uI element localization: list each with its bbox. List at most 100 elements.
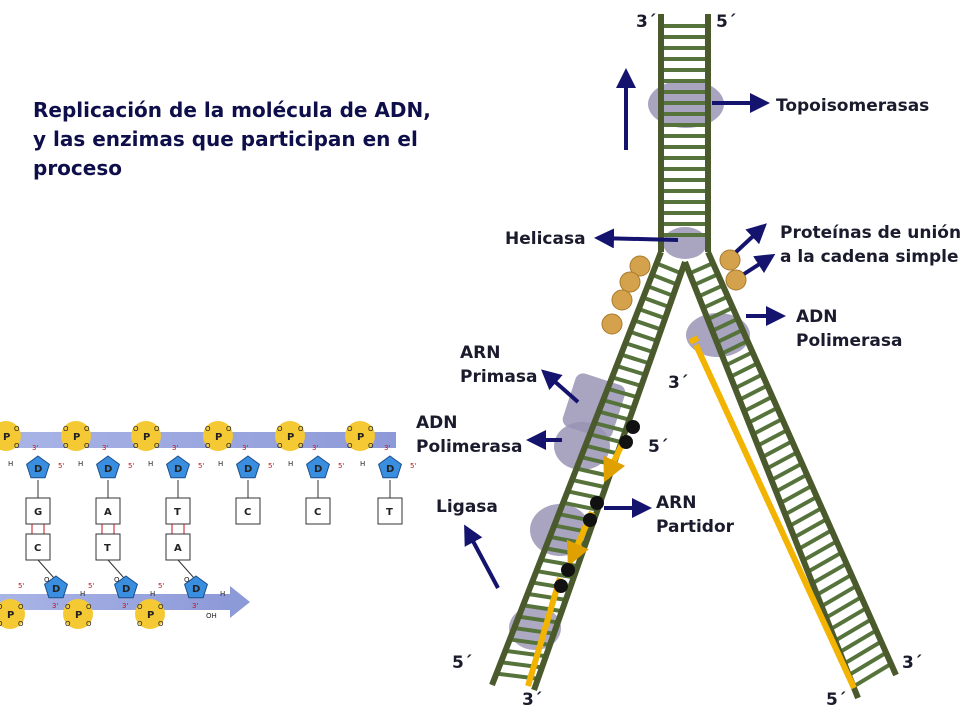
- label-helicasa: Helicasa: [505, 229, 586, 249]
- prime-5-label: 5': [88, 582, 94, 590]
- replication-fork: [489, 14, 899, 700]
- sugar-label: D: [52, 584, 60, 595]
- rung: [843, 639, 883, 666]
- rung: [811, 561, 848, 585]
- rung: [638, 307, 666, 321]
- rung: [743, 394, 774, 413]
- bottom-base-letter: C: [34, 543, 41, 554]
- phosphate-group: [275, 421, 305, 451]
- phosphate-label: P: [143, 432, 150, 443]
- rung: [816, 573, 853, 597]
- title-line-3: proceso: [33, 156, 122, 180]
- end-bottom-left-inner: 3´: [522, 690, 542, 710]
- oxygen-label: O: [298, 442, 304, 450]
- prime-5-label: 5': [18, 582, 24, 590]
- phosphate-group: [63, 599, 93, 629]
- rung: [646, 284, 674, 298]
- sugar-label: D: [104, 464, 112, 475]
- rung: [797, 528, 833, 551]
- leading-strand-tip: [688, 335, 700, 345]
- nucleotide-panel: POOOOPOOOOPOOOOPOOOOPOOOOPOOOOD3'5'HGD3'…: [0, 421, 416, 629]
- sugar-label: D: [244, 464, 252, 475]
- prime-3-label: 3': [192, 602, 198, 610]
- hydrogen-label: H: [148, 460, 153, 468]
- rung: [607, 386, 638, 400]
- label-arn-primasa-2: Primasa: [460, 367, 537, 387]
- prime-5-label: 5': [128, 462, 134, 470]
- rung: [518, 614, 559, 625]
- rung: [593, 420, 626, 433]
- deoxyribose-sugar: [44, 575, 68, 599]
- sugar-label: D: [386, 464, 394, 475]
- top-base-box: [305, 497, 331, 525]
- rung: [775, 472, 808, 494]
- label-adn-pol-left-2: Polimerasa: [416, 437, 522, 457]
- rung: [693, 272, 719, 287]
- rung: [806, 550, 843, 574]
- left-arm-outer: [489, 250, 664, 687]
- oxygen-label: O: [226, 442, 232, 450]
- phosphate-label: P: [73, 432, 80, 443]
- rung: [615, 364, 646, 377]
- top-base-letter: T: [386, 507, 393, 518]
- oxygen-label: O: [205, 425, 211, 433]
- phosphate-group: [131, 421, 161, 451]
- oxygen-label: O: [133, 442, 139, 450]
- prime-5-label: 5': [198, 462, 204, 470]
- hydrogen-label: H: [78, 460, 83, 468]
- ssb-arrow-1: [734, 223, 767, 254]
- label-adn-pol-right-1: ADN: [796, 307, 838, 327]
- phosphate-label: P: [357, 432, 364, 443]
- rung: [847, 651, 888, 677]
- phosphate-label: P: [147, 610, 154, 621]
- helicase-arrow: [594, 228, 679, 249]
- title-line-1: Replicación de la molécula de ADN,: [33, 98, 431, 122]
- rung: [825, 595, 863, 620]
- oxygen-label: O: [368, 425, 374, 433]
- oxygen-label: O: [226, 425, 232, 433]
- hydrogen-label: H: [288, 460, 293, 468]
- label-proteinas-1: Proteínas de unión: [780, 223, 960, 243]
- prime-5-label: 5': [410, 462, 416, 470]
- rung: [688, 261, 714, 276]
- rna-primer-beads: [554, 420, 640, 593]
- top-nucleotides: POOOOPOOOOPOOOOPOOOOPOOOOPOOOOD3'5'HGD3'…: [0, 421, 416, 525]
- rung: [756, 428, 789, 448]
- oxygen-label: O: [86, 620, 92, 628]
- sugar-label: D: [174, 464, 182, 475]
- oxygen-label: O: [63, 442, 69, 450]
- rung: [706, 305, 734, 322]
- label-arn-partidor-2: Partidor: [656, 517, 735, 537]
- rung: [793, 517, 828, 540]
- label-topoisomerasas: Topoisomerasas: [776, 96, 929, 116]
- rung: [571, 477, 606, 490]
- rung: [734, 372, 764, 390]
- rung: [642, 295, 670, 309]
- oxygen-label: O: [14, 425, 20, 433]
- hydrogen-label: H: [80, 590, 85, 598]
- ssb-arrow-2: [742, 253, 776, 276]
- oxygen-label: O: [154, 425, 160, 433]
- rung: [747, 406, 779, 425]
- oxygen-label: O: [18, 603, 24, 611]
- rung: [598, 409, 630, 422]
- rung: [624, 341, 654, 355]
- prime-3-label: 3': [32, 444, 38, 452]
- phosphate-group: [0, 599, 25, 629]
- oxygen-label: O: [18, 620, 24, 628]
- rung: [838, 628, 878, 654]
- rung: [770, 461, 803, 482]
- rung: [655, 261, 682, 276]
- end-bottom-right-inner: 3´: [902, 653, 922, 673]
- phosphate-group: [0, 421, 21, 451]
- rung: [697, 283, 724, 299]
- top-base-box: [165, 497, 191, 525]
- hydrogen-label: H: [360, 460, 365, 468]
- deoxyribose-sugar: [26, 455, 50, 479]
- rung: [852, 662, 893, 689]
- prime-3-label: 3': [52, 602, 58, 610]
- glycosidic-bond: [107, 559, 125, 579]
- label-arn-primasa-1: ARN: [460, 343, 500, 363]
- rung: [752, 417, 784, 436]
- phosphate-group: [61, 421, 91, 451]
